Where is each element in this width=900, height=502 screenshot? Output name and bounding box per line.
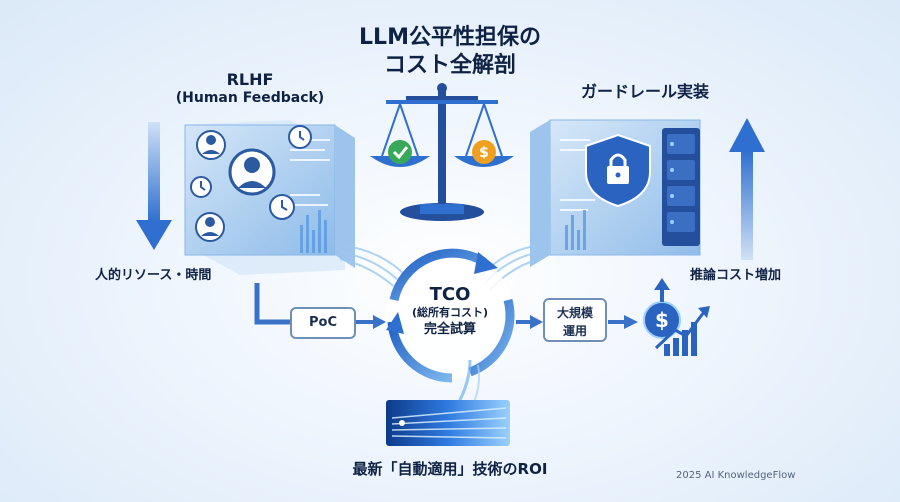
up-arrow — [729, 118, 765, 260]
scale-label-line-2: 運用 — [562, 324, 587, 338]
page-title: LLM公平性担保の コスト全解剖 — [300, 24, 600, 80]
scale-operation-node: 大規模 運用 — [543, 298, 607, 342]
tco-title: TCO — [429, 284, 471, 305]
cycle-arrows — [386, 248, 515, 383]
down-arrow — [136, 122, 172, 250]
human-resources-label: 人的リソース・時間 — [95, 268, 212, 283]
rlhf-subheading: (Human Feedback) — [175, 90, 325, 106]
roi-caption: 最新「自動適用」技術のROI — [352, 460, 548, 478]
server-icon — [662, 128, 700, 246]
dollar-coin-icon: $ — [643, 278, 681, 339]
clock-icon — [288, 125, 312, 149]
rlhf-heading: RLHF — [226, 70, 274, 89]
automation-card — [386, 400, 510, 446]
title-line-2: コスト全解剖 — [383, 53, 516, 78]
poc-node: PoC — [290, 307, 356, 339]
shield-lock-icon — [585, 133, 651, 208]
scale-label-line-1: 大規模 — [556, 306, 593, 320]
tco-subtitle: (総所有コスト) — [411, 306, 489, 319]
connector-scale-roi — [608, 315, 638, 329]
dollar-icon: $ — [472, 140, 496, 164]
clock-icon — [269, 194, 295, 220]
connector-poc-tco — [354, 315, 386, 329]
person-icon — [195, 212, 225, 242]
connector-left — [254, 283, 290, 325]
check-icon — [388, 140, 412, 164]
tco-center: TCO (総所有コスト) 完全試算 — [395, 285, 505, 339]
person-icon — [196, 130, 226, 160]
tco-estimate: 完全試算 — [423, 322, 476, 337]
clock-icon — [190, 176, 212, 198]
inference-cost-label: 推論コスト増加 — [690, 268, 782, 283]
poc-label: PoC — [309, 315, 337, 330]
person-icon — [228, 148, 276, 196]
scale-icon — [370, 83, 514, 221]
connector-tco-scale — [516, 315, 543, 329]
growth-chart-icon — [654, 306, 710, 356]
svg-text:$: $ — [655, 308, 669, 332]
footer-credit: 2025 AI KnowledgeFlow — [676, 470, 796, 481]
guardrail-heading: ガードレール実装 — [580, 82, 709, 101]
svg-text:$: $ — [479, 145, 489, 161]
title-line-1: LLM公平性担保の — [359, 25, 541, 50]
